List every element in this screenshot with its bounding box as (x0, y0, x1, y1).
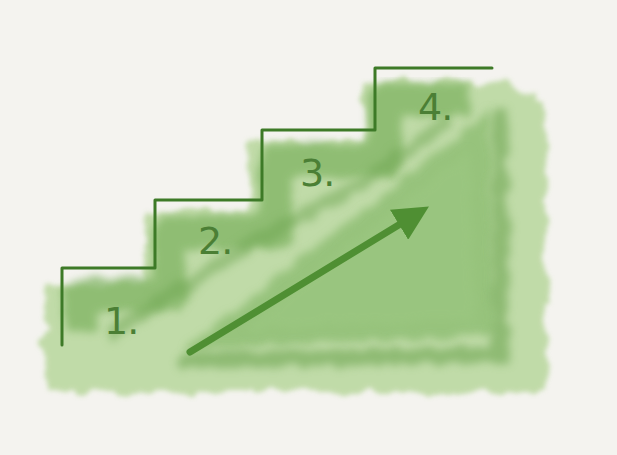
edge-streak (180, 110, 500, 360)
staircase-outline (62, 68, 492, 345)
step-number: 1. (104, 302, 138, 340)
step-number: 2. (198, 222, 232, 260)
step-number: 4. (418, 88, 452, 126)
growth-arrow (190, 212, 420, 352)
step-number: 3. (300, 154, 334, 192)
triangle-wash (185, 110, 495, 350)
